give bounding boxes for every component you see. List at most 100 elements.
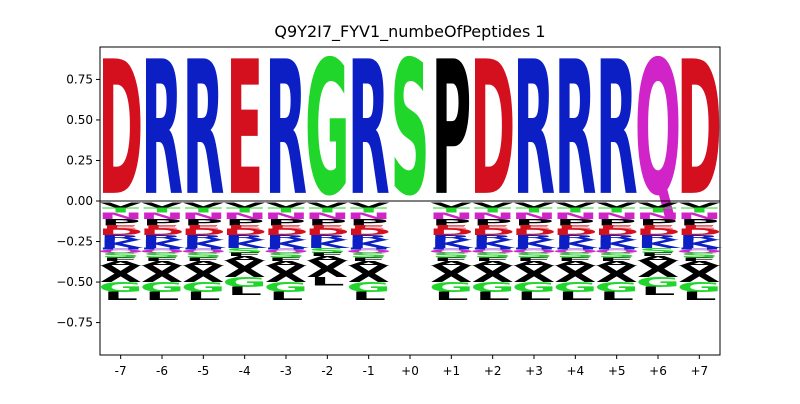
- top-residue-+3: R: [513, 23, 555, 237]
- bottom-residue--4-9: F: [226, 252, 263, 257]
- bottom-residue-+7-15: L: [682, 290, 717, 303]
- bottom-residue-+5-7: K: [596, 238, 640, 251]
- x-tick-label: +6: [649, 364, 667, 378]
- bottom-residue-+7-8: H: [676, 248, 722, 251]
- bottom-residue--2-5: D: [305, 227, 350, 237]
- bottom-residue-+3-11: F: [515, 257, 552, 262]
- bottom-residue--1-2: N: [346, 211, 392, 221]
- x-tick-label: +7: [690, 364, 708, 378]
- bottom-residue-+5-8: H: [594, 248, 640, 251]
- bottom-residue-+3-2: N: [511, 211, 557, 221]
- bottom-residue-+3-10: S: [514, 252, 553, 260]
- bottom-residue--2-7: K: [306, 238, 350, 251]
- bottom-residue-+2-9: Q: [469, 249, 515, 254]
- bottom-residue-+6-5: D: [635, 227, 680, 237]
- bottom-residue-+4-0: V: [554, 201, 596, 209]
- x-tick-label: +4: [566, 364, 584, 378]
- bottom-residue-+2-3: P: [473, 217, 513, 227]
- bottom-residue--1-8: H: [346, 248, 392, 251]
- bottom-residue--5-1: T: [185, 206, 223, 214]
- bottom-residue-+2-0: V: [472, 201, 514, 209]
- bottom-residue-+3-1: T: [515, 206, 553, 214]
- x-tick-label: +5: [608, 364, 626, 378]
- bottom-residue-+4-10: S: [556, 252, 595, 260]
- bottom-residue-+3-9: Q: [511, 249, 557, 254]
- bottom-residue--3-5: D: [263, 227, 308, 237]
- bottom-residue--2-1: T: [309, 206, 347, 214]
- bottom-residue-+3-8: H: [511, 248, 557, 251]
- bottom-residue-+1-9: Q: [428, 249, 474, 254]
- bottom-residue--5-6: R: [182, 234, 224, 242]
- bottom-residue--5-9: Q: [180, 249, 226, 254]
- bottom-residue--1-9: Q: [345, 249, 391, 254]
- bottom-residue-+1-6: R: [430, 234, 472, 242]
- bottom-residue-+5-4: E: [598, 225, 635, 230]
- y-tick-label: −0.75: [56, 316, 93, 330]
- bottom-residue-+7-7: K: [678, 238, 722, 251]
- bottom-residue-+7-5: D: [677, 227, 722, 237]
- bottom-residue-+4-1: T: [557, 206, 595, 214]
- bottom-residue-+5-11: F: [598, 257, 635, 262]
- top-residue-+2: D: [470, 23, 515, 237]
- bottom-residue--1-13: X: [348, 261, 390, 287]
- bottom-residue-+2-2: N: [470, 211, 516, 221]
- bottom-residue--6-2: N: [139, 211, 185, 221]
- bottom-residue--5-5: D: [181, 227, 226, 237]
- bottom-residue--5-7: K: [182, 238, 226, 251]
- bottom-residue--3-2: N: [263, 211, 309, 221]
- bottom-residue-+3-13: X: [513, 261, 555, 287]
- x-tick-label: +2: [484, 364, 502, 378]
- bottom-residue--7-3: P: [101, 217, 141, 227]
- bottom-residue--4-5: D: [222, 227, 267, 237]
- x-tick-label: -3: [280, 364, 292, 378]
- bottom-residue-+1-1: T: [433, 206, 471, 214]
- x-tick-label: +1: [442, 364, 460, 378]
- bottom-residue-+1-15: L: [434, 290, 469, 303]
- bottom-residue--2-8: S: [308, 247, 347, 255]
- bottom-residue-+2-7: K: [472, 238, 516, 251]
- bottom-residue-+7-14: G: [677, 280, 722, 295]
- bottom-residue--4-12: G: [222, 275, 267, 290]
- y-tick-label: 0.50: [66, 113, 93, 127]
- bottom-residue-+5-5: D: [594, 227, 639, 237]
- bottom-residue--5-12: A: [182, 260, 224, 268]
- bottom-residue--5-0: V: [182, 201, 224, 209]
- bottom-residue-+1-5: D: [429, 227, 474, 237]
- bottom-residue--1-10: S: [349, 252, 388, 260]
- x-tick-label: +3: [525, 364, 543, 378]
- bottom-residue--4-4: E: [226, 225, 263, 230]
- bottom-residue--5-15: L: [186, 290, 221, 303]
- bottom-residue-+4-11: F: [557, 257, 594, 262]
- bottom-residue-+7-6: R: [678, 234, 720, 242]
- chart-title: Q9Y2I7_FYV1_numbeOfPeptides 1: [274, 22, 546, 41]
- bottom-residue-+4-2: N: [552, 211, 598, 221]
- bottom-residue--7-12: A: [100, 260, 142, 268]
- bottom-residue--3-11: F: [267, 257, 304, 262]
- bottom-residue-+2-15: L: [475, 290, 510, 303]
- bottom-residue--5-2: N: [180, 211, 226, 221]
- bottom-residue--5-4: E: [185, 225, 222, 230]
- bottom-residue--2-4: E: [309, 225, 346, 230]
- bottom-residue--7-9: Q: [97, 249, 143, 254]
- bottom-residue--3-6: R: [265, 234, 307, 242]
- bottom-residue-+6-12: G: [636, 275, 681, 290]
- bottom-residue--7-4: E: [102, 225, 139, 230]
- bottom-residue-+3-4: E: [515, 225, 552, 230]
- bottom-residue--2-0: V: [306, 201, 348, 209]
- bottom-residue--7-6: R: [100, 234, 142, 242]
- x-tick-label: -4: [239, 364, 251, 378]
- x-tick-label: -1: [363, 364, 375, 378]
- bottom-residue-+5-0: V: [596, 201, 638, 209]
- bottom-residue-+4-12: A: [554, 260, 596, 268]
- top-residue-+5: R: [596, 23, 638, 237]
- bottom-residue-+7-1: T: [681, 206, 719, 214]
- bottom-residue-+7-2: N: [676, 211, 722, 221]
- bottom-residue-+5-14: G: [594, 280, 639, 295]
- bottom-residue-+6-3: P: [638, 217, 678, 227]
- bottom-residue-+6-10: A: [637, 255, 679, 263]
- bottom-residue--4-8: S: [225, 247, 264, 255]
- bottom-residue-+7-13: X: [678, 261, 720, 287]
- y-tick-label: 0.75: [66, 72, 93, 86]
- bottom-residue--2-3: P: [307, 217, 347, 227]
- bottom-residue-+4-15: L: [558, 290, 593, 303]
